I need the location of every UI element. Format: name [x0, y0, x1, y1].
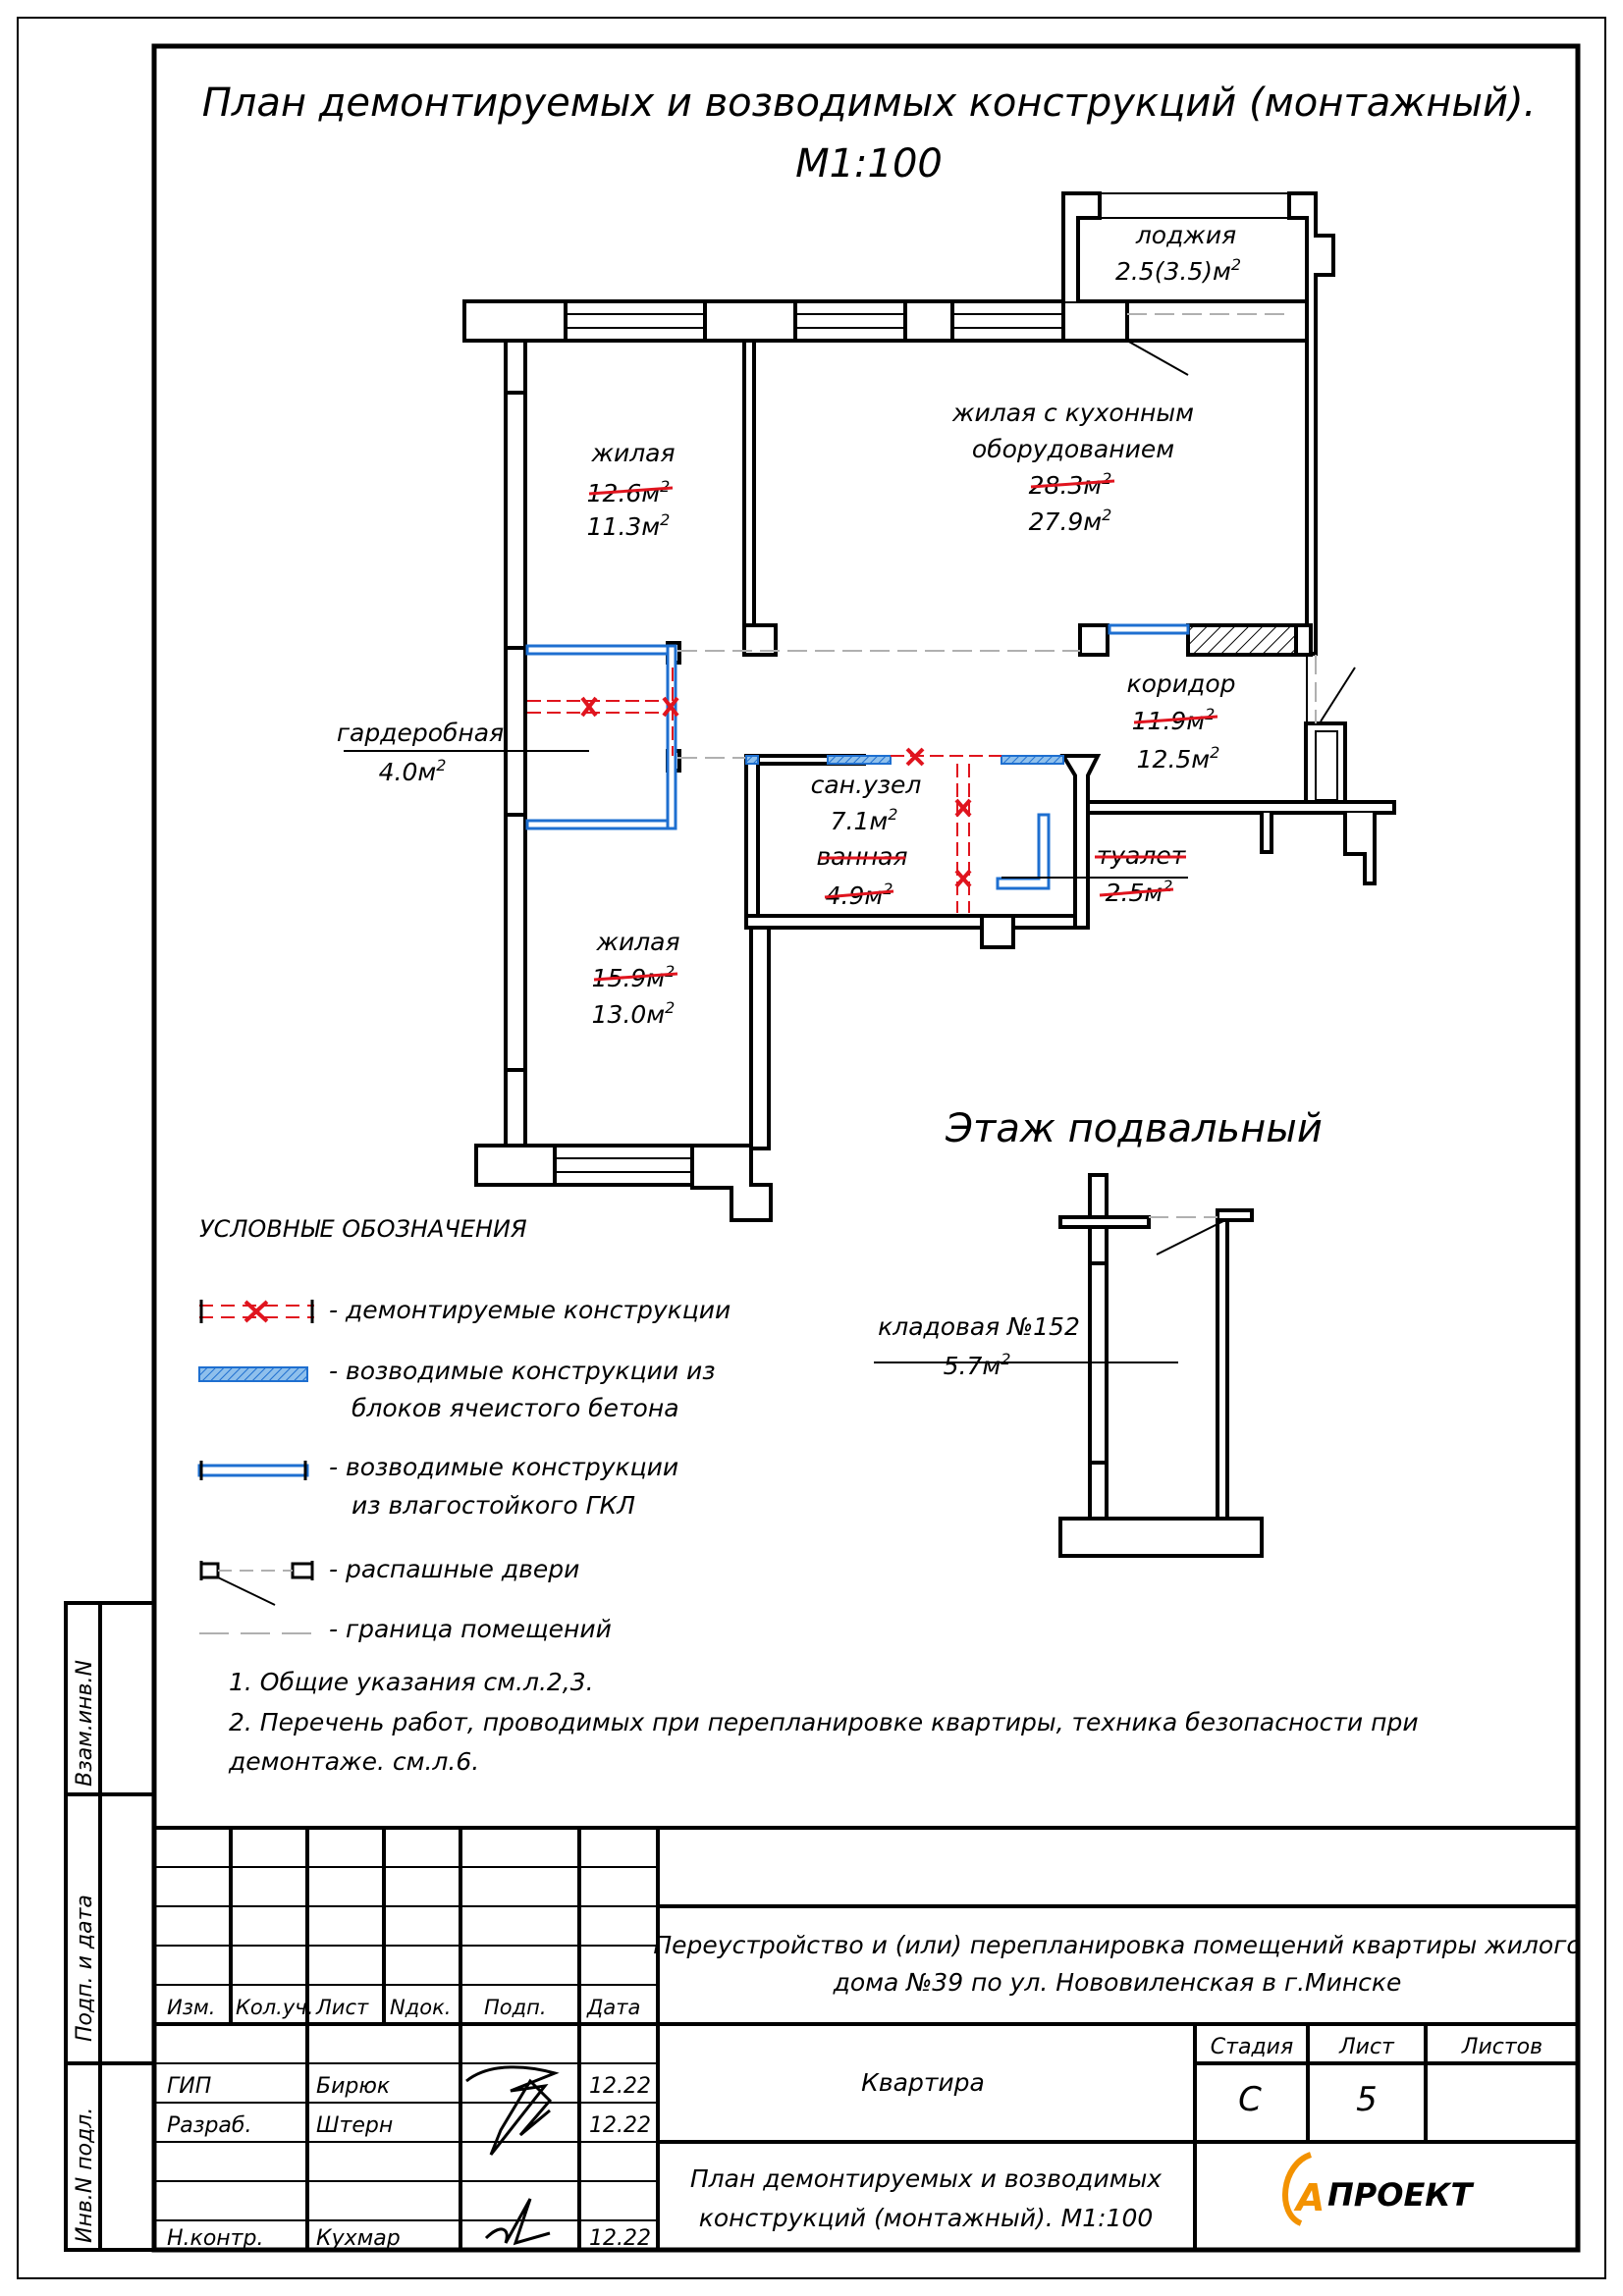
stamp-header-ndok: Nдок. — [390, 1996, 451, 2019]
stage-header: Стадия — [1211, 2035, 1293, 2059]
room-boundaries — [677, 313, 1317, 759]
room-labels: лоджия 2.5(3.5)м2 жилая 12.6м2 11.3м2 жи… — [337, 221, 1241, 1029]
sheet-frame — [17, 17, 1606, 2279]
storage-name: кладовая №152 — [878, 1312, 1080, 1341]
title-block-thin — [154, 1866, 658, 2221]
corridor-name: коридор — [1127, 669, 1236, 698]
corridor-new-area: 12.5м2 — [1137, 743, 1220, 774]
stamp-header-koluch: Кол.уч. — [236, 1996, 313, 2019]
drawing-name-line-1: План демонтируемых и возводимых — [690, 2164, 1162, 2193]
legend-item-3-line1: - возводимые конструкции — [329, 1453, 678, 1481]
project-line-2: дома №39 по ул. Нововиленская в г.Минске — [833, 1968, 1402, 1997]
legend-item-2-line2: блоков ячеистого бетона — [352, 1394, 679, 1422]
note-1: 1. Общие указания см.л.2,3. — [229, 1668, 594, 1696]
legend-title: УСЛОВНЫЕ ОБОЗНАЧЕНИЯ — [199, 1215, 527, 1243]
demolish-x-marks — [580, 696, 972, 888]
logo-letter: А — [1293, 2176, 1325, 2219]
drawing-name-line-2: конструкций (монтажный). М1:100 — [699, 2204, 1154, 2232]
living1-name: жилая — [590, 439, 675, 467]
new-walls-block — [745, 755, 1064, 765]
left-outer-wall — [504, 339, 527, 1148]
legend-symbol-block — [198, 1366, 308, 1382]
basement-plan — [1058, 1173, 1264, 1558]
sheet-header: Лист — [1338, 2035, 1395, 2059]
drawing-title: План демонтируемых и возводимых конструк… — [202, 80, 1537, 126]
wardrobe-name: гардеробная — [337, 719, 504, 747]
bathroom-area: 7.1м2 — [831, 805, 898, 835]
loggia-walls — [1061, 191, 1102, 301]
margin-label-vzam: Взам.инв.N — [73, 1660, 97, 1787]
top-wall — [462, 299, 1314, 343]
legend-symbol-door — [199, 1561, 314, 1606]
kitchen-name-2: оборудованием — [972, 435, 1174, 463]
stamp-date-razrab: 12.22 — [589, 2113, 651, 2138]
pier-2 — [703, 299, 797, 343]
basement-title: Этаж подвальный — [945, 1106, 1323, 1151]
pier-1 — [462, 299, 568, 343]
stamp-header-list: Лист — [315, 1996, 369, 2019]
legend-symbol-gkl — [197, 1461, 309, 1480]
stamp-role-nkontr: Н.контр. — [167, 2226, 263, 2251]
stamp-header-izm: Изм. — [167, 1996, 215, 2019]
drawing-scale: М1:100 — [795, 141, 943, 187]
margin-label-podp: Подп. и дата — [73, 1895, 97, 2042]
stamp-role-gip: ГИП — [167, 2074, 211, 2099]
legend-item-1: - демонтируемые конструкции — [329, 1296, 730, 1324]
sheets-header: Листов — [1461, 2035, 1542, 2059]
margin-label-inv: Инв.N подл. — [73, 2108, 97, 2243]
bathroom-name: сан.узел — [811, 771, 922, 799]
leader-lines — [344, 750, 1188, 879]
stamp-name-razrab: Штерн — [316, 2113, 393, 2138]
stamp-role-razrab: Разраб. — [167, 2113, 251, 2138]
living2-new-area: 13.0м2 — [592, 998, 676, 1029]
legend-item-2-line1: - возводимые конструкции из — [329, 1357, 716, 1385]
title-block — [154, 1826, 1578, 2250]
living1-new-area: 11.3м2 — [587, 510, 671, 541]
stage-value: С — [1238, 2080, 1262, 2119]
demolished-walls — [527, 667, 1001, 913]
note-2a: 2. Перечень работ, проводимых при перепл… — [229, 1708, 1419, 1736]
stamp-date-nkontr: 12.22 — [589, 2226, 651, 2251]
stamp-name-gip: Бирюк — [316, 2074, 391, 2099]
legend-symbol-demolish — [199, 1300, 314, 1323]
living2-name: жилая — [595, 928, 679, 956]
floor-plan — [462, 191, 1396, 1222]
legend-item-5: - граница помещений — [329, 1615, 612, 1643]
legend-item-4: - распашные двери — [329, 1555, 579, 1583]
logo-text: ПРОЕКТ — [1327, 2176, 1474, 2214]
object-name: Квартира — [861, 2068, 985, 2097]
storage-area: 5.7м2 — [944, 1350, 1011, 1380]
pier-4 — [1061, 299, 1129, 343]
company-logo: А ПРОЕКТ — [1282, 2152, 1474, 2226]
doors — [1126, 340, 1356, 722]
margin-strip — [64, 1601, 156, 2252]
stamp-header-data: Дата — [586, 1996, 640, 2019]
wardrobe-area: 4.0м2 — [379, 756, 447, 786]
sheet-value: 5 — [1356, 2080, 1378, 2119]
signatures — [465, 2065, 560, 2246]
kitchen-new-area: 27.9м2 — [1029, 506, 1112, 536]
legend-item-3-line2: из влагостойкого ГКЛ — [352, 1491, 635, 1520]
kitchen-name-1: жилая с кухонным — [951, 399, 1194, 427]
project-line-1: Переустройство и (или) перепланировка по… — [653, 1931, 1581, 1959]
note-2b: демонтаже. см.л.6. — [228, 1747, 479, 1776]
loggia-area: 2.5(3.5)м2 — [1115, 255, 1241, 286]
basement-details — [874, 1216, 1226, 1363]
stamp-header-podp: Подп. — [484, 1996, 547, 2019]
stamp-date-gip: 12.22 — [589, 2074, 651, 2099]
pier-3 — [903, 299, 954, 343]
stamp-name-nkontr: Кухмар — [316, 2226, 401, 2251]
loggia-name: лоджия — [1135, 221, 1236, 249]
